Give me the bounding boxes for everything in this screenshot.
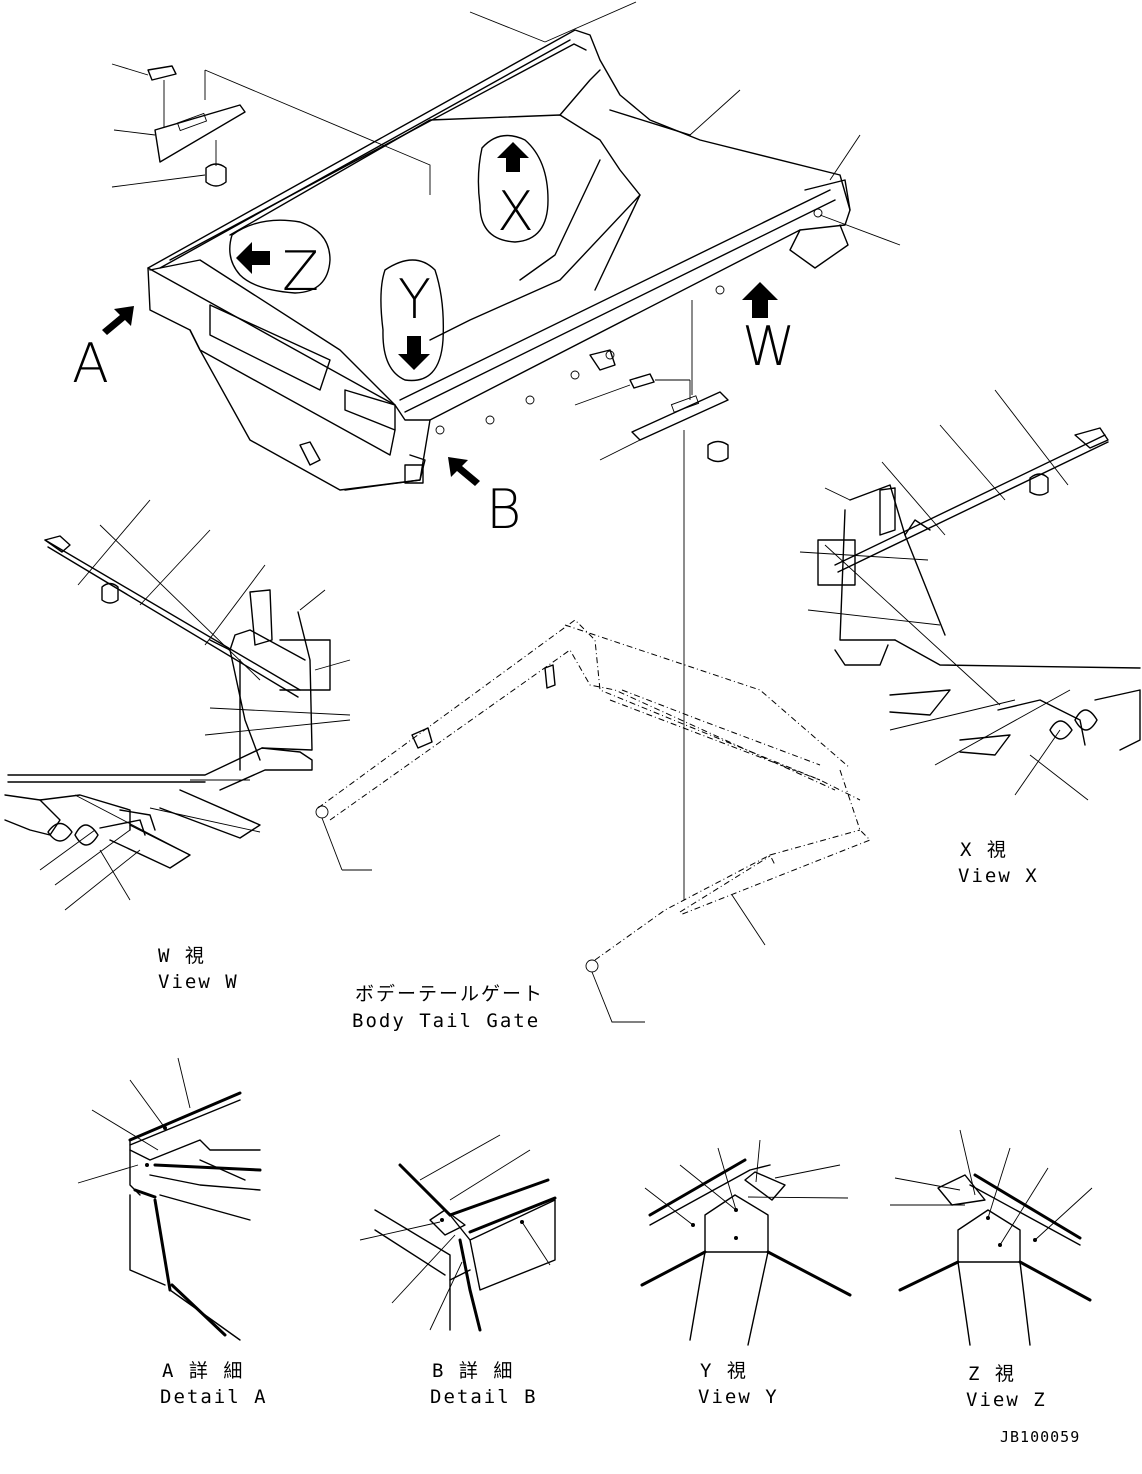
pad-parts-upper-left	[111, 63, 246, 188]
caption-detail-b-en: Detail B	[430, 1386, 538, 1408]
view-bubble-z: Z	[229, 219, 331, 303]
caption-view-x-en: View X	[958, 865, 1039, 887]
marker-b: B	[486, 478, 521, 541]
caption-view-x-jp: X 視	[960, 839, 1008, 861]
detail-a-drawing	[77, 1057, 262, 1341]
view-x-drawing	[799, 389, 1141, 801]
tail-gate-drawing	[315, 430, 871, 1023]
drawing-code: JB100059	[1000, 1428, 1080, 1446]
view-z-drawing	[890, 1129, 1093, 1346]
caption-view-z-jp: Z 視	[968, 1363, 1016, 1385]
caption-view-y-en: View Y	[698, 1386, 779, 1408]
marker-a: A	[72, 332, 109, 395]
view-bubble-y: Y	[380, 259, 444, 382]
caption-detail-a-en: Detail A	[160, 1386, 268, 1408]
detail-b-drawing	[359, 1134, 557, 1332]
caption-view-z-en: View Z	[966, 1389, 1047, 1411]
view-arrow-w: W	[742, 282, 795, 378]
underside-bolts	[435, 285, 725, 435]
view-bubble-x: X	[477, 134, 549, 243]
marker-x: X	[497, 180, 534, 243]
view-w-drawing	[4, 499, 351, 911]
marker-y: Y	[398, 268, 431, 331]
pad-parts-center-right	[574, 300, 729, 463]
marker-z: Z	[282, 240, 319, 303]
caption-tail-gate-en: Body Tail Gate	[352, 1010, 540, 1032]
caption-tail-gate-jp: ボデーテールゲート	[355, 983, 544, 1005]
marker-w: W	[742, 315, 795, 378]
view-arrow-b: B	[448, 457, 521, 541]
dump-body-main-view	[147, 1, 901, 491]
view-y-drawing	[640, 1139, 852, 1346]
caption-detail-b-jp: B 詳 細	[432, 1360, 514, 1382]
caption-detail-a-jp: A 詳 細	[162, 1360, 244, 1382]
caption-view-w-jp: W 視	[158, 945, 206, 967]
caption-view-w-en: View W	[158, 971, 239, 993]
caption-view-y-jp: Y 視	[700, 1360, 748, 1382]
view-arrow-a: A	[72, 306, 134, 395]
